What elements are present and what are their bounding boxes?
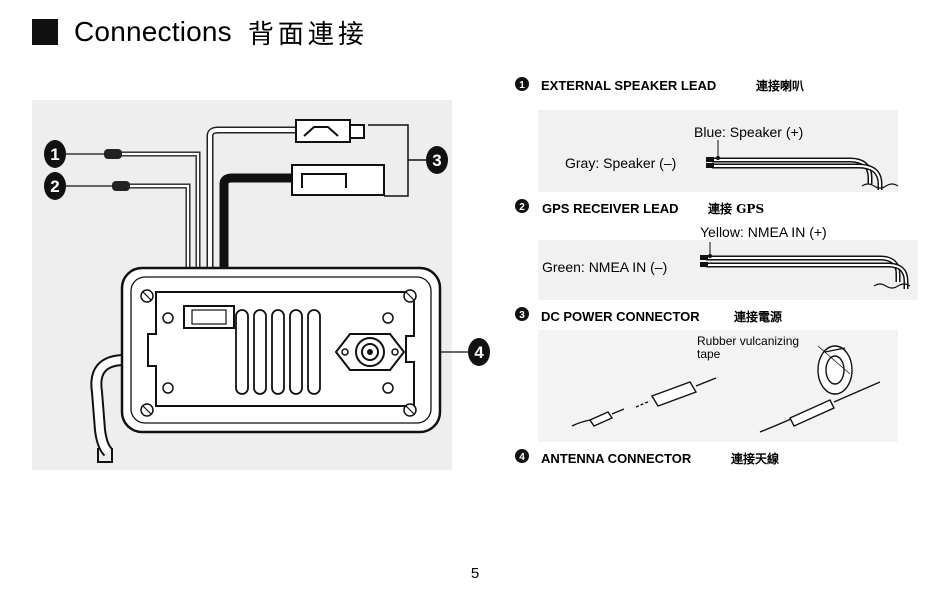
speaker-lead-sketch: [706, 140, 899, 190]
svg-text:3: 3: [519, 310, 525, 321]
rear-panel-diagram: 1 2 3 4: [32, 100, 490, 470]
page-number: 5: [470, 565, 480, 582]
svg-text:Green: NMEA IN (–): Green: NMEA IN (–): [542, 259, 667, 275]
square-bullet-icon: [32, 19, 58, 45]
power-connector-body: [291, 164, 385, 196]
svg-text:Yellow: NMEA IN (+): Yellow: NMEA IN (+): [700, 224, 827, 240]
svg-text:連接 GPS: 連接 GPS: [708, 201, 764, 216]
fuse-holder: [295, 119, 351, 143]
svg-text:GPS RECEIVER LEAD: GPS RECEIVER LEAD: [542, 201, 679, 216]
svg-text:1: 1: [519, 80, 525, 91]
legend-item-dc-power: 3 DC POWER CONNECTOR 連接電源: [515, 307, 782, 324]
svg-text:4: 4: [474, 343, 484, 362]
legend-item-speaker: 1 EXTERNAL SPEAKER LEAD 連接喇叭: [515, 77, 804, 93]
svg-text:ANTENNA CONNECTOR: ANTENNA CONNECTOR: [541, 451, 692, 466]
title-chinese: 背面連接: [247, 19, 368, 50]
legend-item-antenna: 4 ANTENNA CONNECTOR 連接天線: [515, 449, 779, 466]
svg-text:Blue: Speaker (+): Blue: Speaker (+): [694, 124, 803, 140]
callout-3-badge: 3: [426, 146, 448, 174]
svg-text:Rubber vulcanizing: Rubber vulcanizing: [697, 334, 799, 348]
antenna-socket: [334, 333, 406, 371]
svg-text:連接電源: 連接電源: [734, 309, 782, 324]
callout-2-badge: 2: [44, 172, 66, 200]
svg-text:連接喇叭: 連接喇叭: [756, 78, 804, 93]
svg-text:Gray: Speaker (–): Gray: Speaker (–): [565, 155, 676, 171]
svg-text:DC POWER CONNECTOR: DC POWER CONNECTOR: [541, 309, 700, 324]
title-english: Connections: [74, 16, 232, 47]
svg-text:2: 2: [519, 202, 525, 213]
callout-4-badge: 4: [468, 338, 490, 366]
speaker-lead-plug: [104, 149, 122, 159]
legend-item-gps: 2 GPS RECEIVER LEAD 連接 GPS: [515, 199, 764, 216]
svg-text:2: 2: [50, 177, 59, 196]
dc-plug-sketch: [571, 345, 881, 433]
callout-1-badge: 1: [44, 140, 66, 168]
svg-text:4: 4: [519, 452, 525, 463]
gps-lead-plug: [112, 181, 130, 191]
svg-text:tape: tape: [697, 347, 721, 361]
connection-legend: 1 EXTERNAL SPEAKER LEAD 連接喇叭 Blue: Speak…: [515, 77, 918, 466]
gps-lead-sketch: [700, 242, 911, 289]
page-title: Connections 背面連接: [32, 12, 368, 52]
svg-text:3: 3: [432, 151, 441, 170]
svg-text:1: 1: [50, 145, 59, 164]
svg-text:連接天線: 連接天線: [731, 451, 779, 466]
svg-text:EXTERNAL SPEAKER LEAD: EXTERNAL SPEAKER LEAD: [541, 78, 716, 93]
